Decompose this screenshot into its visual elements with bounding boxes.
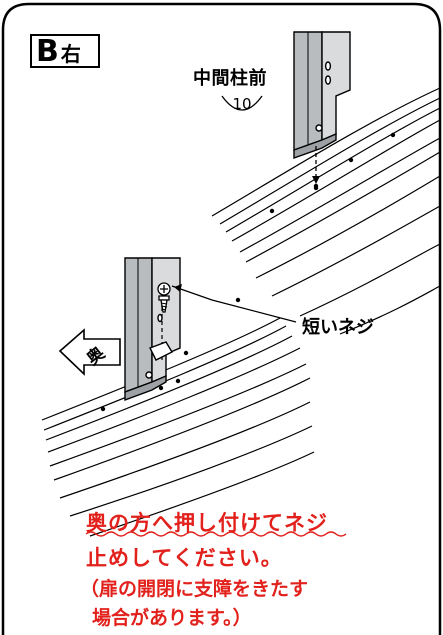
step-label: B 右	[30, 34, 100, 68]
direction-arrow-icon	[58, 328, 121, 376]
part-number-label: 10	[232, 95, 252, 113]
screw-label: 短いネジ	[302, 317, 374, 338]
step-letter: B	[36, 34, 59, 69]
upper-rail	[211, 87, 441, 335]
part-name-label: 中間柱前	[193, 68, 267, 89]
step-side: 右	[60, 42, 81, 66]
screw-leader	[171, 285, 297, 323]
screw-icon	[157, 282, 171, 313]
note-line-4: 場合があります。）	[92, 607, 252, 629]
part-number-bracket	[221, 95, 263, 111]
drop-arrowhead	[312, 176, 320, 184]
note-underline	[85, 531, 347, 537]
lower-rail-holes	[100, 297, 241, 412]
note-line-2: 止めしてください。	[86, 546, 283, 570]
lower-rail	[41, 317, 315, 537]
note-line-3: （扉の開閉に支障をきたす	[80, 578, 309, 600]
note-line-1: 奥の方へ押し付けてネジ	[86, 511, 328, 535]
upper-post	[293, 31, 351, 159]
